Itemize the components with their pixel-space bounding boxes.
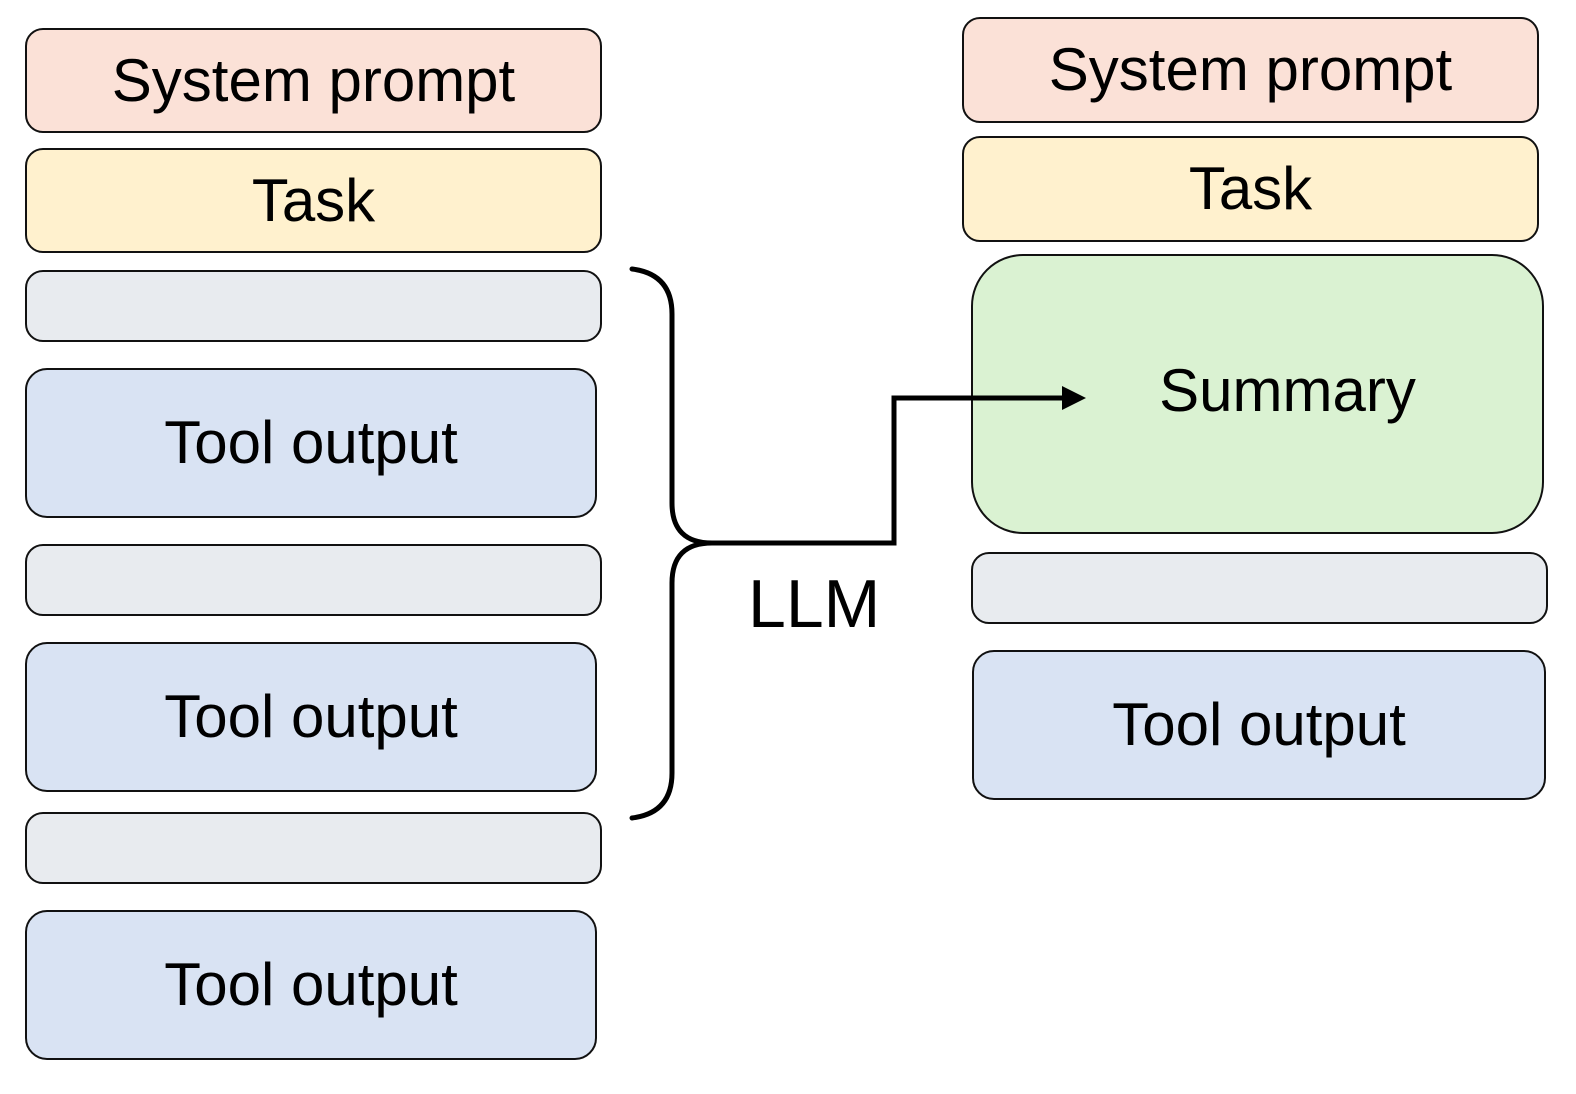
before-system-prompt-block: System prompt xyxy=(25,28,602,133)
after-message-block xyxy=(971,552,1548,624)
before-task-block: Task xyxy=(25,148,602,253)
before-message-block-1 xyxy=(25,270,602,342)
before-system-prompt-label: System prompt xyxy=(111,46,516,114)
before-tool-output-label-2: Tool output xyxy=(164,683,458,750)
before-task-label: Task xyxy=(251,166,376,234)
after-tool-output-block: Tool output xyxy=(972,650,1546,800)
after-task-block: Task xyxy=(962,136,1539,242)
connector-line xyxy=(710,395,1064,546)
after-tool-output-label: Tool output xyxy=(1112,691,1406,758)
before-tool-output-label-3: Tool output xyxy=(164,951,458,1018)
after-task-label: Task xyxy=(1188,155,1313,222)
after-system-prompt-label: System prompt xyxy=(1048,36,1453,103)
llm-label: LLM xyxy=(748,566,881,642)
curly-brace-icon xyxy=(629,266,715,821)
arrowhead-icon xyxy=(1062,386,1086,410)
summary-label: Summary xyxy=(1159,357,1416,424)
before-message-block-2 xyxy=(25,544,602,616)
before-tool-output-block-1: Tool output xyxy=(25,368,597,518)
before-message-block-3 xyxy=(25,812,602,884)
before-tool-output-block-3: Tool output xyxy=(25,910,597,1060)
before-tool-output-block-2: Tool output xyxy=(25,642,597,792)
after-system-prompt-block: System prompt xyxy=(962,17,1539,123)
before-tool-output-label-1: Tool output xyxy=(164,409,458,476)
